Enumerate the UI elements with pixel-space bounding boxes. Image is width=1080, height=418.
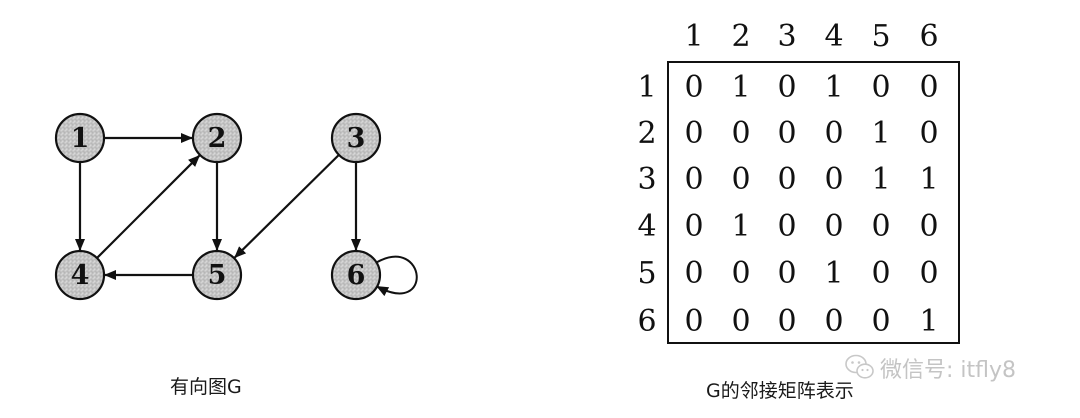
- node-label: 1: [71, 123, 90, 154]
- graph-node-5: 5: [191, 249, 243, 301]
- matrix-caption: G的邻接矩阵表示: [706, 380, 854, 402]
- node-circle: [191, 249, 243, 301]
- matrix-cell: 1: [919, 162, 938, 197]
- matrix-cell: 0: [684, 209, 703, 244]
- matrix-row-headers: 1 2 3 4 5 6: [637, 70, 656, 339]
- matrix-cell: 0: [824, 116, 843, 151]
- matrix-cell: 0: [871, 256, 890, 291]
- matrix-cell: 1: [731, 209, 750, 244]
- matrix-cell: 0: [871, 70, 890, 105]
- matrix-cell: 0: [731, 304, 750, 339]
- matrix-cell: 1: [731, 70, 750, 105]
- matrix-row-header: 5: [637, 256, 656, 291]
- matrix-row-header: 3: [637, 162, 656, 197]
- matrix-cell: 0: [684, 162, 703, 197]
- matrix-cell: 0: [684, 256, 703, 291]
- wechat-icon: [845, 354, 874, 379]
- graph-node-4: 4: [54, 249, 106, 301]
- matrix-row-header: 1: [637, 70, 656, 105]
- matrix-cell: 0: [731, 162, 750, 197]
- edge-6-6: [375, 255, 418, 297]
- graph-nodes: 1 2 3 4 5 6: [54, 112, 382, 301]
- matrix-cell: 0: [731, 116, 750, 151]
- matrix-row-header: 4: [637, 209, 656, 244]
- matrix-cell: 0: [824, 162, 843, 197]
- edge-3-5: [234, 154, 340, 259]
- matrix-cell: 0: [684, 70, 703, 105]
- graph-node-2: 2: [191, 112, 243, 164]
- matrix-cell: 1: [824, 70, 843, 105]
- matrix-col-header: 6: [919, 19, 938, 54]
- matrix-row-header: 6: [637, 304, 656, 339]
- matrix-col-header: 2: [731, 19, 750, 54]
- graph-node-6: 6: [330, 249, 382, 301]
- matrix-cell: 0: [919, 70, 938, 105]
- matrix-cell: 0: [919, 209, 938, 244]
- matrix-cell: 0: [777, 304, 796, 339]
- node-circle: [54, 112, 106, 164]
- matrix-cell: 0: [777, 116, 796, 151]
- matrix-cell: 0: [871, 209, 890, 244]
- matrix-cell: 1: [871, 116, 890, 151]
- node-circle: [330, 249, 382, 301]
- matrix-row-header: 2: [637, 116, 656, 151]
- matrix-col-header: 3: [777, 19, 796, 54]
- matrix-cell: 0: [919, 116, 938, 151]
- matrix-border: [667, 61, 960, 344]
- matrix-cell: 0: [731, 256, 750, 291]
- matrix-col-header: 1: [684, 19, 703, 54]
- graph-edges: [75, 133, 418, 297]
- graph-node-1: 1: [54, 112, 106, 164]
- matrix-cell: 0: [777, 70, 796, 105]
- node-label: 6: [347, 260, 366, 291]
- matrix-cell: 0: [684, 116, 703, 151]
- node-circle: [191, 112, 243, 164]
- node-label: 4: [71, 260, 90, 291]
- matrix-cell: 0: [824, 304, 843, 339]
- graph-node-3: 3: [330, 112, 382, 164]
- matrix-cell: 0: [777, 162, 796, 197]
- matrix-col-header: 5: [871, 19, 890, 54]
- node-label: 2: [208, 123, 227, 154]
- matrix-cell: 0: [684, 304, 703, 339]
- matrix-cell: 0: [919, 256, 938, 291]
- matrix-cell: 0: [777, 209, 796, 244]
- node-circle: [54, 249, 106, 301]
- matrix-cell: 0: [777, 256, 796, 291]
- node-label: 5: [208, 260, 227, 291]
- node-label: 3: [347, 123, 366, 154]
- matrix-cell: 0: [824, 209, 843, 244]
- matrix-cell: 1: [871, 162, 890, 197]
- matrix-cell: 1: [919, 304, 938, 339]
- matrix-cell: 0: [871, 304, 890, 339]
- node-circle: [330, 112, 382, 164]
- graph-caption: 有向图G: [170, 376, 242, 398]
- matrix-cell: 1: [824, 256, 843, 291]
- matrix-col-header: 4: [824, 19, 843, 54]
- watermark-text: 微信号: itfly8: [880, 358, 1017, 383]
- edge-4-2: [96, 154, 201, 259]
